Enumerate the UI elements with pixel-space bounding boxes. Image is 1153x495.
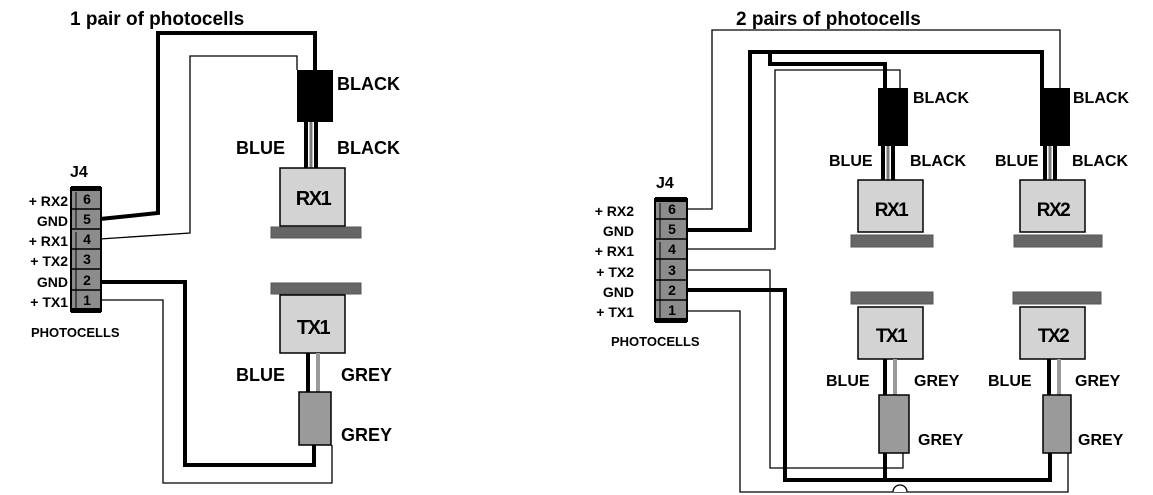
right-pin-4-num: 4 (668, 241, 676, 257)
right-rx2-label: RX2 (1037, 200, 1070, 221)
right-tx1-base (850, 291, 934, 305)
left-tx1-plug-wire-label: GREY (341, 425, 392, 445)
right-tx1-grey-plug (878, 394, 910, 454)
right-tx2-signal-wire (687, 310, 1069, 493)
right-rx2-black-plug (1040, 88, 1070, 146)
right-pin-6-signal: + RX2 (595, 203, 635, 219)
left-pin-1-signal: + TX1 (30, 294, 68, 310)
right-tx2-body (1019, 306, 1086, 360)
right-rx2-base (1013, 234, 1103, 248)
left-rx1-body (279, 167, 346, 227)
left-j4-footer: PHOTOCELLS (31, 325, 120, 340)
right-rx2-plug-wire-label: BLACK (1073, 90, 1129, 107)
right-rx1-base (850, 234, 934, 248)
right-rx1-label: RX1 (875, 200, 909, 221)
right-diagram: 2 pairs of photocells J4 6 5 4 3 (595, 9, 1129, 493)
left-rx1-plug-wire-label: BLACK (337, 74, 400, 94)
left-pin-6-num: 6 (83, 191, 91, 207)
right-pin-2-signal: GND (603, 284, 634, 300)
right-gnd-wire-rx1 (768, 52, 887, 88)
right-tx1-photocell: TX1 BLUE GREY GREY (826, 291, 964, 454)
left-tx1-signal-wire (101, 299, 333, 484)
left-tx1-left-wire-label: BLUE (236, 365, 285, 385)
right-tx2-right-wire-label: GREY (1075, 373, 1121, 390)
left-rx1-photocell: RX1 BLACK BLUE BLACK (236, 70, 400, 239)
left-diagram: 1 pair of photocells J4 6 5 4 3 2 1 + RX… (29, 9, 400, 484)
right-tx1-left-wire-label: BLUE (826, 373, 870, 390)
right-tx1-plug-wire-label: GREY (918, 432, 964, 449)
right-pin-1-signal: + TX1 (596, 304, 634, 320)
left-rx1-signal-wire (99, 55, 298, 240)
left-rx1-black-plug (297, 70, 333, 122)
left-tx1-photocell: TX1 BLUE GREY GREY (236, 282, 392, 446)
right-pin-2-num: 2 (668, 282, 676, 298)
right-pin-3-num: 3 (668, 262, 676, 278)
right-pin-5-signal: GND (603, 223, 634, 239)
right-tx2-left-wire-label: BLUE (988, 373, 1032, 390)
left-tx1-grey-plug (298, 391, 332, 446)
right-tx1-right-wire-label: GREY (914, 373, 960, 390)
right-pin-3-signal: + TX2 (596, 264, 634, 280)
left-rx1-label: RX1 (296, 188, 332, 210)
right-tx2-label: TX2 (1038, 326, 1069, 347)
right-title: 2 pairs of photocells (736, 9, 921, 30)
right-rx2-photocell: RX2 BLACK BLUE BLACK (995, 88, 1129, 248)
right-rx1-right-wire-label: BLACK (910, 153, 966, 170)
right-tx1-signal-wire (687, 269, 904, 469)
left-rx1-left-wire-label: BLUE (236, 138, 285, 158)
right-tx2-photocell: TX2 BLUE GREY GREY (988, 291, 1124, 454)
left-tx1-base (270, 282, 362, 295)
left-gnd-wire-rx (99, 31, 317, 221)
left-gnd-wire-tx (101, 280, 316, 467)
left-pin-2-signal: GND (37, 274, 68, 290)
right-gnd-wire-tx (687, 288, 1052, 482)
right-rx2-body (1019, 179, 1086, 233)
right-j4-label: J4 (656, 175, 674, 192)
left-pin-2-num: 2 (83, 272, 91, 288)
left-pin-5-num: 5 (83, 211, 91, 227)
right-rx1-plug-wire-label: BLACK (913, 90, 969, 107)
right-rx2-right-wire-label: BLACK (1072, 153, 1128, 170)
left-j4-connector: J4 6 5 4 3 2 1 + RX2 GND + RX1 + TX2 GND… (29, 164, 120, 340)
right-tx1-label: TX1 (876, 326, 908, 347)
left-pin-6-signal: + RX2 (29, 193, 69, 209)
left-rx1-base (270, 226, 362, 239)
right-tx2-plug-wire-label: GREY (1078, 432, 1124, 449)
left-pin-1-num: 1 (83, 292, 91, 308)
right-tx2-grey-plug (1042, 394, 1072, 454)
left-j4-label: J4 (70, 164, 88, 181)
left-tx1-body (279, 294, 346, 354)
right-pin-6-num: 6 (668, 201, 676, 217)
right-j4-connector: J4 6 5 4 3 2 1 + RX2 GND + RX1 + TX2 GND… (595, 175, 700, 349)
right-rx1-photocell: RX1 BLACK BLUE BLACK (829, 88, 969, 248)
right-tx2-base (1012, 291, 1102, 305)
left-pin-5-signal: GND (37, 213, 68, 229)
right-rx1-body (857, 179, 924, 233)
right-rx1-signal-wire (687, 69, 901, 250)
right-gnd-wire-rx2 (687, 50, 1044, 232)
left-title: 1 pair of photocells (70, 9, 244, 30)
left-tx1-right-wire-label: GREY (341, 365, 392, 385)
right-rx1-left-wire-label: BLUE (829, 153, 873, 170)
left-pin-3-num: 3 (83, 251, 91, 267)
right-tx1-body (857, 306, 924, 360)
left-rx1-right-wire-label: BLACK (337, 138, 400, 158)
left-pin-3-signal: + TX2 (30, 253, 68, 269)
left-pin-4-signal: + RX1 (29, 233, 69, 249)
right-wire-crossover (892, 484, 908, 493)
right-j4-footer: PHOTOCELLS (611, 334, 700, 349)
right-pin-1-num: 1 (668, 302, 676, 318)
left-pin-4-num: 4 (83, 231, 91, 247)
right-rx1-black-plug (878, 88, 908, 146)
left-tx1-label: TX1 (297, 317, 331, 339)
right-rx2-signal-wire (687, 29, 1061, 210)
right-pin-4-signal: + RX1 (595, 243, 635, 259)
right-rx2-left-wire-label: BLUE (995, 153, 1039, 170)
right-pin-5-num: 5 (668, 221, 676, 237)
